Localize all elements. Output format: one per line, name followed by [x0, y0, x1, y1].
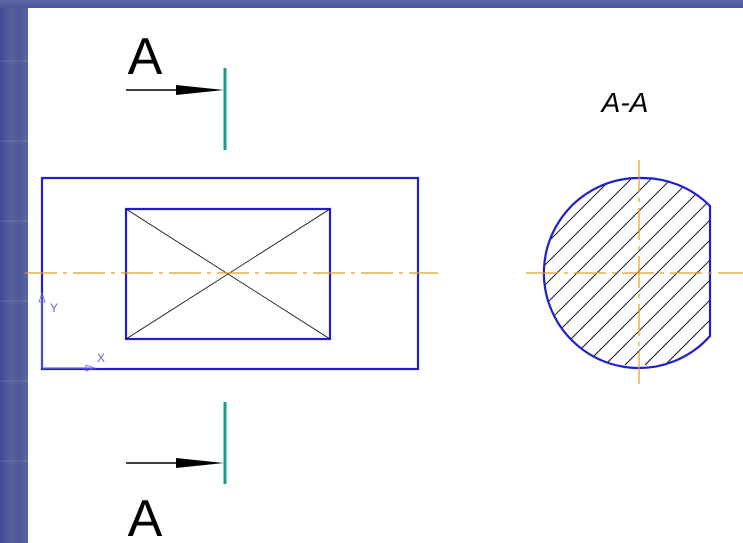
cut-marker-top: A: [126, 28, 227, 150]
inner-rectangle: [124, 207, 332, 341]
cut-arrow-head-bottom: [176, 458, 224, 468]
axes-indicator: Y X: [38, 291, 105, 372]
frame-stripe: [0, 300, 28, 302]
frame-stripe: [0, 140, 28, 142]
cut-marker-bottom: A: [126, 402, 227, 543]
top-band: [0, 0, 743, 8]
diagonal-line: [125, 208, 331, 340]
frame-stripe: [0, 60, 28, 62]
front-view: [25, 176, 438, 371]
frame-stripe: [0, 380, 28, 382]
y-axis-label: Y: [50, 301, 58, 315]
drawing-canvas: [28, 8, 743, 543]
section-outline: [542, 176, 712, 370]
section-view: A-A: [526, 87, 743, 388]
y-axis-arrow: [38, 291, 46, 303]
cut-marker-top-label: A: [128, 28, 163, 86]
section-label: A-A: [600, 87, 649, 118]
x-axis-arrow: [85, 364, 97, 372]
cut-marker-bottom-label: A: [128, 490, 163, 543]
x-axis-label: X: [97, 351, 105, 365]
cut-arrow-head-top: [176, 85, 224, 95]
frame-stripe: [0, 220, 28, 222]
frame-stripe: [0, 460, 28, 462]
